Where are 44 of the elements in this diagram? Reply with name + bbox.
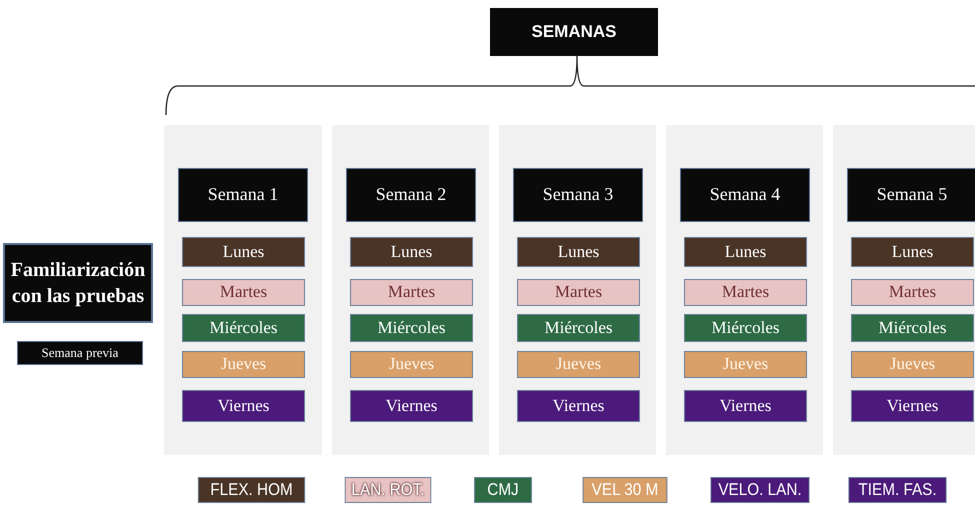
day-label: Viernes bbox=[684, 390, 807, 422]
day-label: Lunes bbox=[350, 237, 473, 267]
legend-key: LAN. ROT. bbox=[344, 477, 432, 503]
day-label: Miércoles bbox=[182, 314, 305, 342]
day-label: Miércoles bbox=[350, 314, 473, 342]
day-label: Viernes bbox=[350, 390, 473, 422]
day-label: Jueves bbox=[851, 351, 974, 378]
day-label: Martes bbox=[350, 279, 473, 306]
day-label: Jueves bbox=[350, 351, 473, 378]
day-label: Jueves bbox=[517, 351, 640, 378]
day-label: Miércoles bbox=[517, 314, 640, 342]
day-label: Viernes bbox=[182, 390, 305, 422]
legend-key: VELO. LAN. bbox=[710, 477, 810, 503]
day-label: Lunes bbox=[517, 237, 640, 267]
week-box: Semana 4 bbox=[680, 168, 810, 222]
week-box: Semana 2 bbox=[346, 168, 476, 222]
heading-box: SEMANAS bbox=[490, 8, 658, 56]
day-label: Miércoles bbox=[851, 314, 974, 342]
day-label: Lunes bbox=[684, 237, 807, 267]
legend-key: CMJ bbox=[474, 477, 532, 503]
day-label: Viernes bbox=[851, 390, 974, 422]
legend-key: VEL 30 M bbox=[582, 477, 668, 503]
day-label: Lunes bbox=[182, 237, 305, 267]
week-panel bbox=[666, 125, 823, 455]
week-panel bbox=[499, 125, 656, 455]
week-box: Semana 1 bbox=[178, 168, 308, 222]
day-label: Miércoles bbox=[684, 314, 807, 342]
day-label: Martes bbox=[851, 279, 974, 306]
legend-key: TIEM. FAS. bbox=[848, 477, 947, 503]
phase-box: Familiarización con las pruebas bbox=[3, 243, 153, 323]
week-box: Semana 3 bbox=[513, 168, 643, 222]
week-panel bbox=[332, 125, 489, 455]
day-label: Martes bbox=[182, 279, 305, 306]
day-label: Lunes bbox=[851, 237, 974, 267]
day-label: Martes bbox=[684, 279, 807, 306]
sub-label-box: Semana previa bbox=[17, 341, 143, 365]
legend-key: FLEX. HOM bbox=[198, 477, 306, 503]
week-box: Semana 5 bbox=[847, 168, 975, 222]
day-label: Viernes bbox=[517, 390, 640, 422]
day-label: Jueves bbox=[684, 351, 807, 378]
day-label: Jueves bbox=[182, 351, 305, 378]
day-label: Martes bbox=[517, 279, 640, 306]
week-panel bbox=[164, 125, 322, 455]
week-panel bbox=[833, 125, 975, 455]
